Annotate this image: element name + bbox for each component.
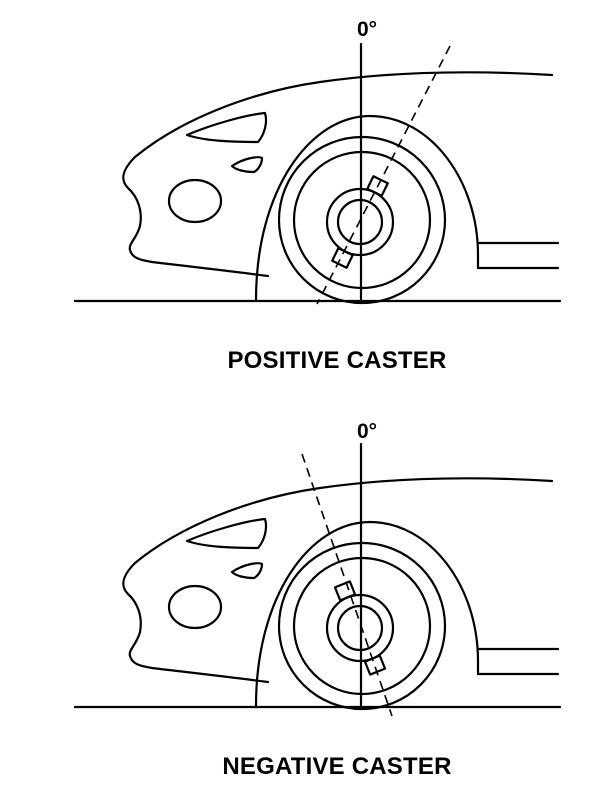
fog-light [167,178,223,224]
headlight [185,517,268,550]
car-body-outline [122,477,554,684]
steering-axis-line [301,453,393,717]
negative-caster-figure: 0° NEGATIVE CASTER [73,420,562,780]
positive-caster-figure: 0° POSITIVE CASTER [73,18,562,374]
side-lamp [230,562,264,580]
car-body-outline [122,71,554,278]
side-lamp [230,156,264,174]
fog-light [167,584,223,630]
diagram-title: NEGATIVE CASTER [222,753,451,780]
headlight [185,111,268,144]
zero-degree-label: 0° [357,18,377,41]
wheel-arch [254,520,480,708]
zero-degree-label: 0° [357,420,377,443]
steering-axis-line [316,45,451,305]
diagram-title: POSITIVE CASTER [227,347,446,374]
wheel-arch [254,114,480,302]
